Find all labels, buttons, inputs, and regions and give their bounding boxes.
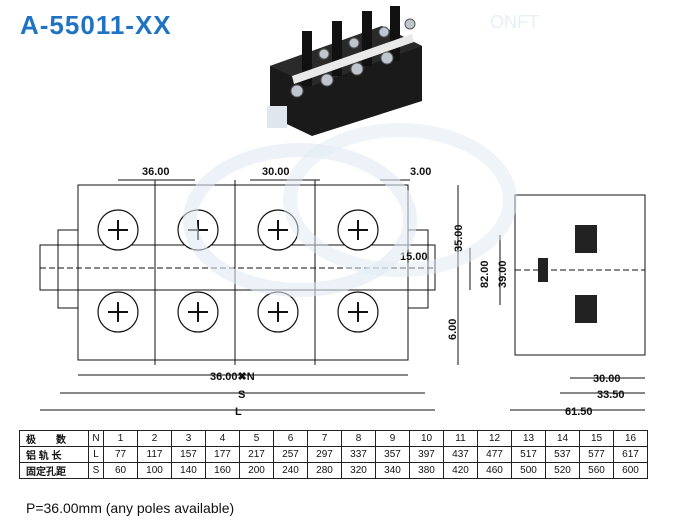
table-cell: 380 (409, 462, 444, 479)
row-symbol: L (88, 446, 104, 463)
dim-pitch-n: 36.00✖N (210, 371, 255, 383)
dim-h-82: 82.00 (479, 260, 491, 288)
row-label: 极 数 (19, 430, 89, 447)
table-cell: 297 (307, 446, 342, 463)
table-cell: 11 (443, 430, 478, 447)
table-cell: 5 (239, 430, 274, 447)
table-cell: 1 (103, 430, 138, 447)
dim-s-label: S (238, 389, 245, 401)
table-cell: 500 (511, 462, 546, 479)
spec-table: 极 数 N 1 2 3 4 5 6 7 8 9 10 11 12 13 14 1… (19, 430, 648, 479)
table-cell: 280 (307, 462, 342, 479)
table-cell: 77 (103, 446, 138, 463)
table-cell: 7 (307, 430, 342, 447)
table-cell: 3 (171, 430, 206, 447)
dim-gap-3: 3.00 (410, 166, 431, 178)
table-cell: 257 (273, 446, 308, 463)
table-cell: 240 (273, 462, 308, 479)
dim-h-39: 39.00 (497, 260, 509, 288)
table-cell: 177 (205, 446, 240, 463)
table-cell: 560 (579, 462, 614, 479)
dim-h-6: 6.00 (447, 319, 459, 340)
table-cell: 117 (137, 446, 172, 463)
table-cell: 200 (239, 462, 274, 479)
table-cell: 357 (375, 446, 410, 463)
table-cell: 397 (409, 446, 444, 463)
dim-h-15: 15.00 (400, 251, 428, 263)
table-cell: 437 (443, 446, 478, 463)
table-cell: 9 (375, 430, 410, 447)
table-cell: 340 (375, 462, 410, 479)
table-cell: 160 (205, 462, 240, 479)
table-cell: 60 (103, 462, 138, 479)
table-cell: 337 (341, 446, 376, 463)
product-photo (267, 6, 422, 136)
table-cell: 140 (171, 462, 206, 479)
table-row-rail-length: 铝 轨 长 L 77 117 157 177 217 257 297 337 3… (19, 446, 648, 463)
table-cell: 4 (205, 430, 240, 447)
dim-side-30: 30.00 (593, 373, 621, 385)
table-cell: 577 (579, 446, 614, 463)
table-cell: 16 (613, 430, 648, 447)
table-cell: 217 (239, 446, 274, 463)
table-cell: 537 (545, 446, 580, 463)
table-cell: 14 (545, 430, 580, 447)
table-cell: 2 (137, 430, 172, 447)
dim-l-label: L (235, 406, 242, 418)
watermark-text: ONFT (490, 12, 539, 32)
table-cell: 520 (545, 462, 580, 479)
table-cell: 12 (477, 430, 512, 447)
table-cell: 460 (477, 462, 512, 479)
table-cell: 320 (341, 462, 376, 479)
table-cell: 600 (613, 462, 648, 479)
table-cell: 517 (511, 446, 546, 463)
table-row-poles: 极 数 N 1 2 3 4 5 6 7 8 9 10 11 12 13 14 1… (19, 430, 648, 447)
dim-side-61: 61.50 (565, 406, 593, 418)
row-symbol: S (88, 462, 104, 479)
table-row-hole-spacing: 固定孔距 S 60 100 140 160 200 240 280 320 34… (19, 462, 648, 479)
table-cell: 6 (273, 430, 308, 447)
table-cell: 100 (137, 462, 172, 479)
table-cell: 617 (613, 446, 648, 463)
product-code-title: A-55011-XX (20, 10, 172, 40)
table-cell: 15 (579, 430, 614, 447)
pitch-note: P=36.00mm (any poles available) (26, 500, 235, 516)
dim-pitch-top: 36.00 (142, 166, 170, 178)
row-symbol: N (88, 430, 104, 447)
table-cell: 420 (443, 462, 478, 479)
table-cell: 157 (171, 446, 206, 463)
row-label: 固定孔距 (19, 462, 89, 479)
technical-drawing: 36.00 30.00 3.00 15.00 35.00 82.00 39.00… (39, 166, 646, 418)
table-cell: 477 (477, 446, 512, 463)
table-cell: 8 (341, 430, 376, 447)
table-cell: 10 (409, 430, 444, 447)
dim-h-35: 35.00 (453, 224, 465, 252)
row-label: 铝 轨 长 (19, 446, 89, 463)
dim-side-33: 33.50 (597, 389, 625, 401)
table-cell: 13 (511, 430, 546, 447)
dim-width-30: 30.00 (262, 166, 290, 178)
